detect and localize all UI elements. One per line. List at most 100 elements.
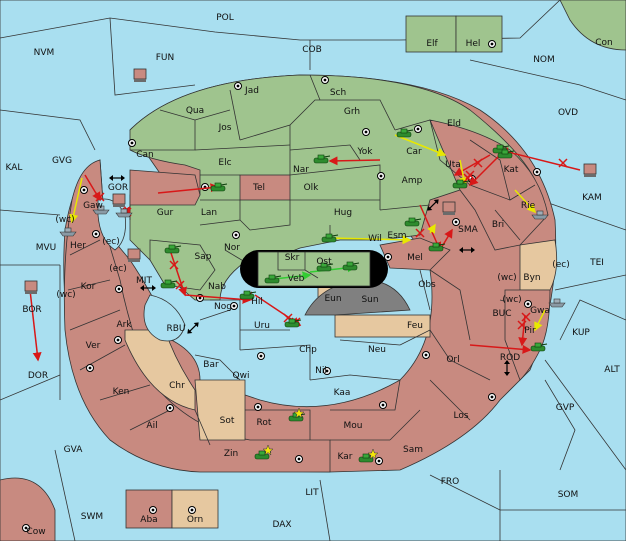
- coast-label: (wc): [55, 215, 74, 225]
- label-ovd: OVD: [558, 108, 578, 118]
- army-flag-icon[interactable]: [583, 163, 597, 177]
- label-uta: Uta: [445, 160, 461, 170]
- label-gaw: Gaw: [83, 201, 103, 211]
- label-nor: Nor: [224, 243, 240, 253]
- coast-label: (wc): [502, 295, 521, 305]
- supply-center-dot: [323, 78, 327, 82]
- label-mit: MIT: [136, 276, 152, 286]
- label-sch: Sch: [330, 88, 346, 98]
- tank-icon[interactable]: [452, 179, 470, 189]
- ship-icon[interactable]: [531, 210, 549, 220]
- supply-center-dot: [377, 459, 381, 463]
- failed-order-mark: [473, 158, 483, 168]
- label-ark: Ark: [116, 320, 132, 330]
- label-gwa: Gwa: [530, 306, 550, 316]
- tank-icon[interactable]: [160, 279, 178, 289]
- province-tel[interactable]: [239, 174, 291, 201]
- failed-order-mark: [95, 192, 105, 202]
- province-chr[interactable]: [124, 329, 196, 411]
- supply-center-dot: [490, 395, 494, 399]
- tank-icon[interactable]: [404, 217, 422, 227]
- label-sma: SMA: [458, 225, 478, 235]
- star-icon: [262, 444, 274, 456]
- province-gur[interactable]: [129, 169, 201, 206]
- province-aba[interactable]: [125, 489, 173, 529]
- province-mit-water: [143, 294, 186, 342]
- army-flag-icon[interactable]: [127, 248, 141, 262]
- failed-order-mark: [517, 320, 527, 330]
- label-swm: SWM: [81, 512, 103, 522]
- order-arrow: [394, 134, 447, 157]
- label-olk: Olk: [304, 183, 320, 193]
- label-rot: Rot: [257, 418, 272, 428]
- order-arrow: [157, 183, 220, 194]
- province-sot[interactable]: [194, 379, 246, 441]
- army-flag-icon[interactable]: [133, 68, 147, 82]
- east-arm: [429, 119, 549, 251]
- label-orl: Orl: [446, 355, 459, 365]
- tank-icon[interactable]: [321, 233, 339, 243]
- tank-icon[interactable]: [313, 154, 331, 164]
- double-arrow-icon: [427, 199, 439, 211]
- label-jad: Jad: [244, 86, 259, 96]
- label-can: Can: [136, 150, 154, 160]
- label-gor: GOR: [108, 183, 128, 193]
- supply-center-dot: [416, 127, 420, 131]
- ship-icon[interactable]: [92, 205, 110, 215]
- supply-center-dot: [259, 354, 263, 358]
- tank-icon[interactable]: [239, 290, 257, 300]
- supply-center-dot: [82, 188, 86, 192]
- tank-icon[interactable]: [358, 453, 376, 463]
- label-nom: NOM: [533, 55, 555, 65]
- label-yok: Yok: [356, 147, 373, 157]
- tank-icon[interactable]: [497, 149, 515, 159]
- tank-icon[interactable]: [316, 262, 334, 272]
- label-wil: Wil: [368, 234, 382, 244]
- tank-icon[interactable]: [264, 274, 282, 284]
- label-mvu: MVU: [36, 243, 57, 253]
- label-car: Car: [406, 147, 422, 157]
- failed-order-mark: [415, 228, 425, 238]
- label-pol: POL: [216, 13, 234, 23]
- tank-icon[interactable]: [396, 128, 414, 138]
- army-flag-icon[interactable]: [24, 280, 38, 294]
- ship-icon[interactable]: [115, 208, 133, 218]
- tank-icon[interactable]: [428, 242, 446, 252]
- order-arrow: [84, 174, 101, 202]
- units: [24, 68, 597, 463]
- order-arrow: [453, 154, 491, 176]
- label-sot: Sot: [220, 416, 235, 426]
- army-flag-icon[interactable]: [112, 193, 126, 207]
- supply-center-dot: [379, 174, 383, 178]
- label-dor: DOR: [28, 371, 48, 381]
- tank-icon[interactable]: [164, 244, 182, 254]
- label-nvm: NVM: [34, 48, 55, 58]
- supply-center-dot: [386, 255, 390, 259]
- province-feu[interactable]: [334, 314, 431, 338]
- label-cob: COB: [302, 45, 322, 55]
- supply-center-dot: [535, 170, 539, 174]
- label-skr: Skr: [285, 253, 300, 263]
- tank-icon[interactable]: [342, 261, 360, 271]
- coast-label: (wc): [497, 273, 516, 283]
- star-icon: [293, 407, 305, 419]
- label-mou: Mou: [344, 421, 363, 431]
- tank-icon[interactable]: [530, 342, 548, 352]
- ship-icon[interactable]: [59, 227, 77, 237]
- army-flag-icon[interactable]: [442, 201, 456, 215]
- ship-icon[interactable]: [548, 298, 566, 308]
- island-borders: [277, 252, 319, 279]
- label-hel: Hel: [466, 39, 481, 49]
- supply-center-dot: [490, 42, 494, 46]
- label-gur: Gur: [157, 208, 174, 218]
- tank-icon[interactable]: [210, 182, 228, 192]
- star-icon: [367, 448, 379, 460]
- label-elf: Elf: [426, 39, 438, 49]
- tank-icon[interactable]: [284, 318, 302, 328]
- province-elf[interactable]: [405, 15, 457, 53]
- province-cow[interactable]: [0, 477, 56, 541]
- label-bri: Bri: [492, 220, 504, 230]
